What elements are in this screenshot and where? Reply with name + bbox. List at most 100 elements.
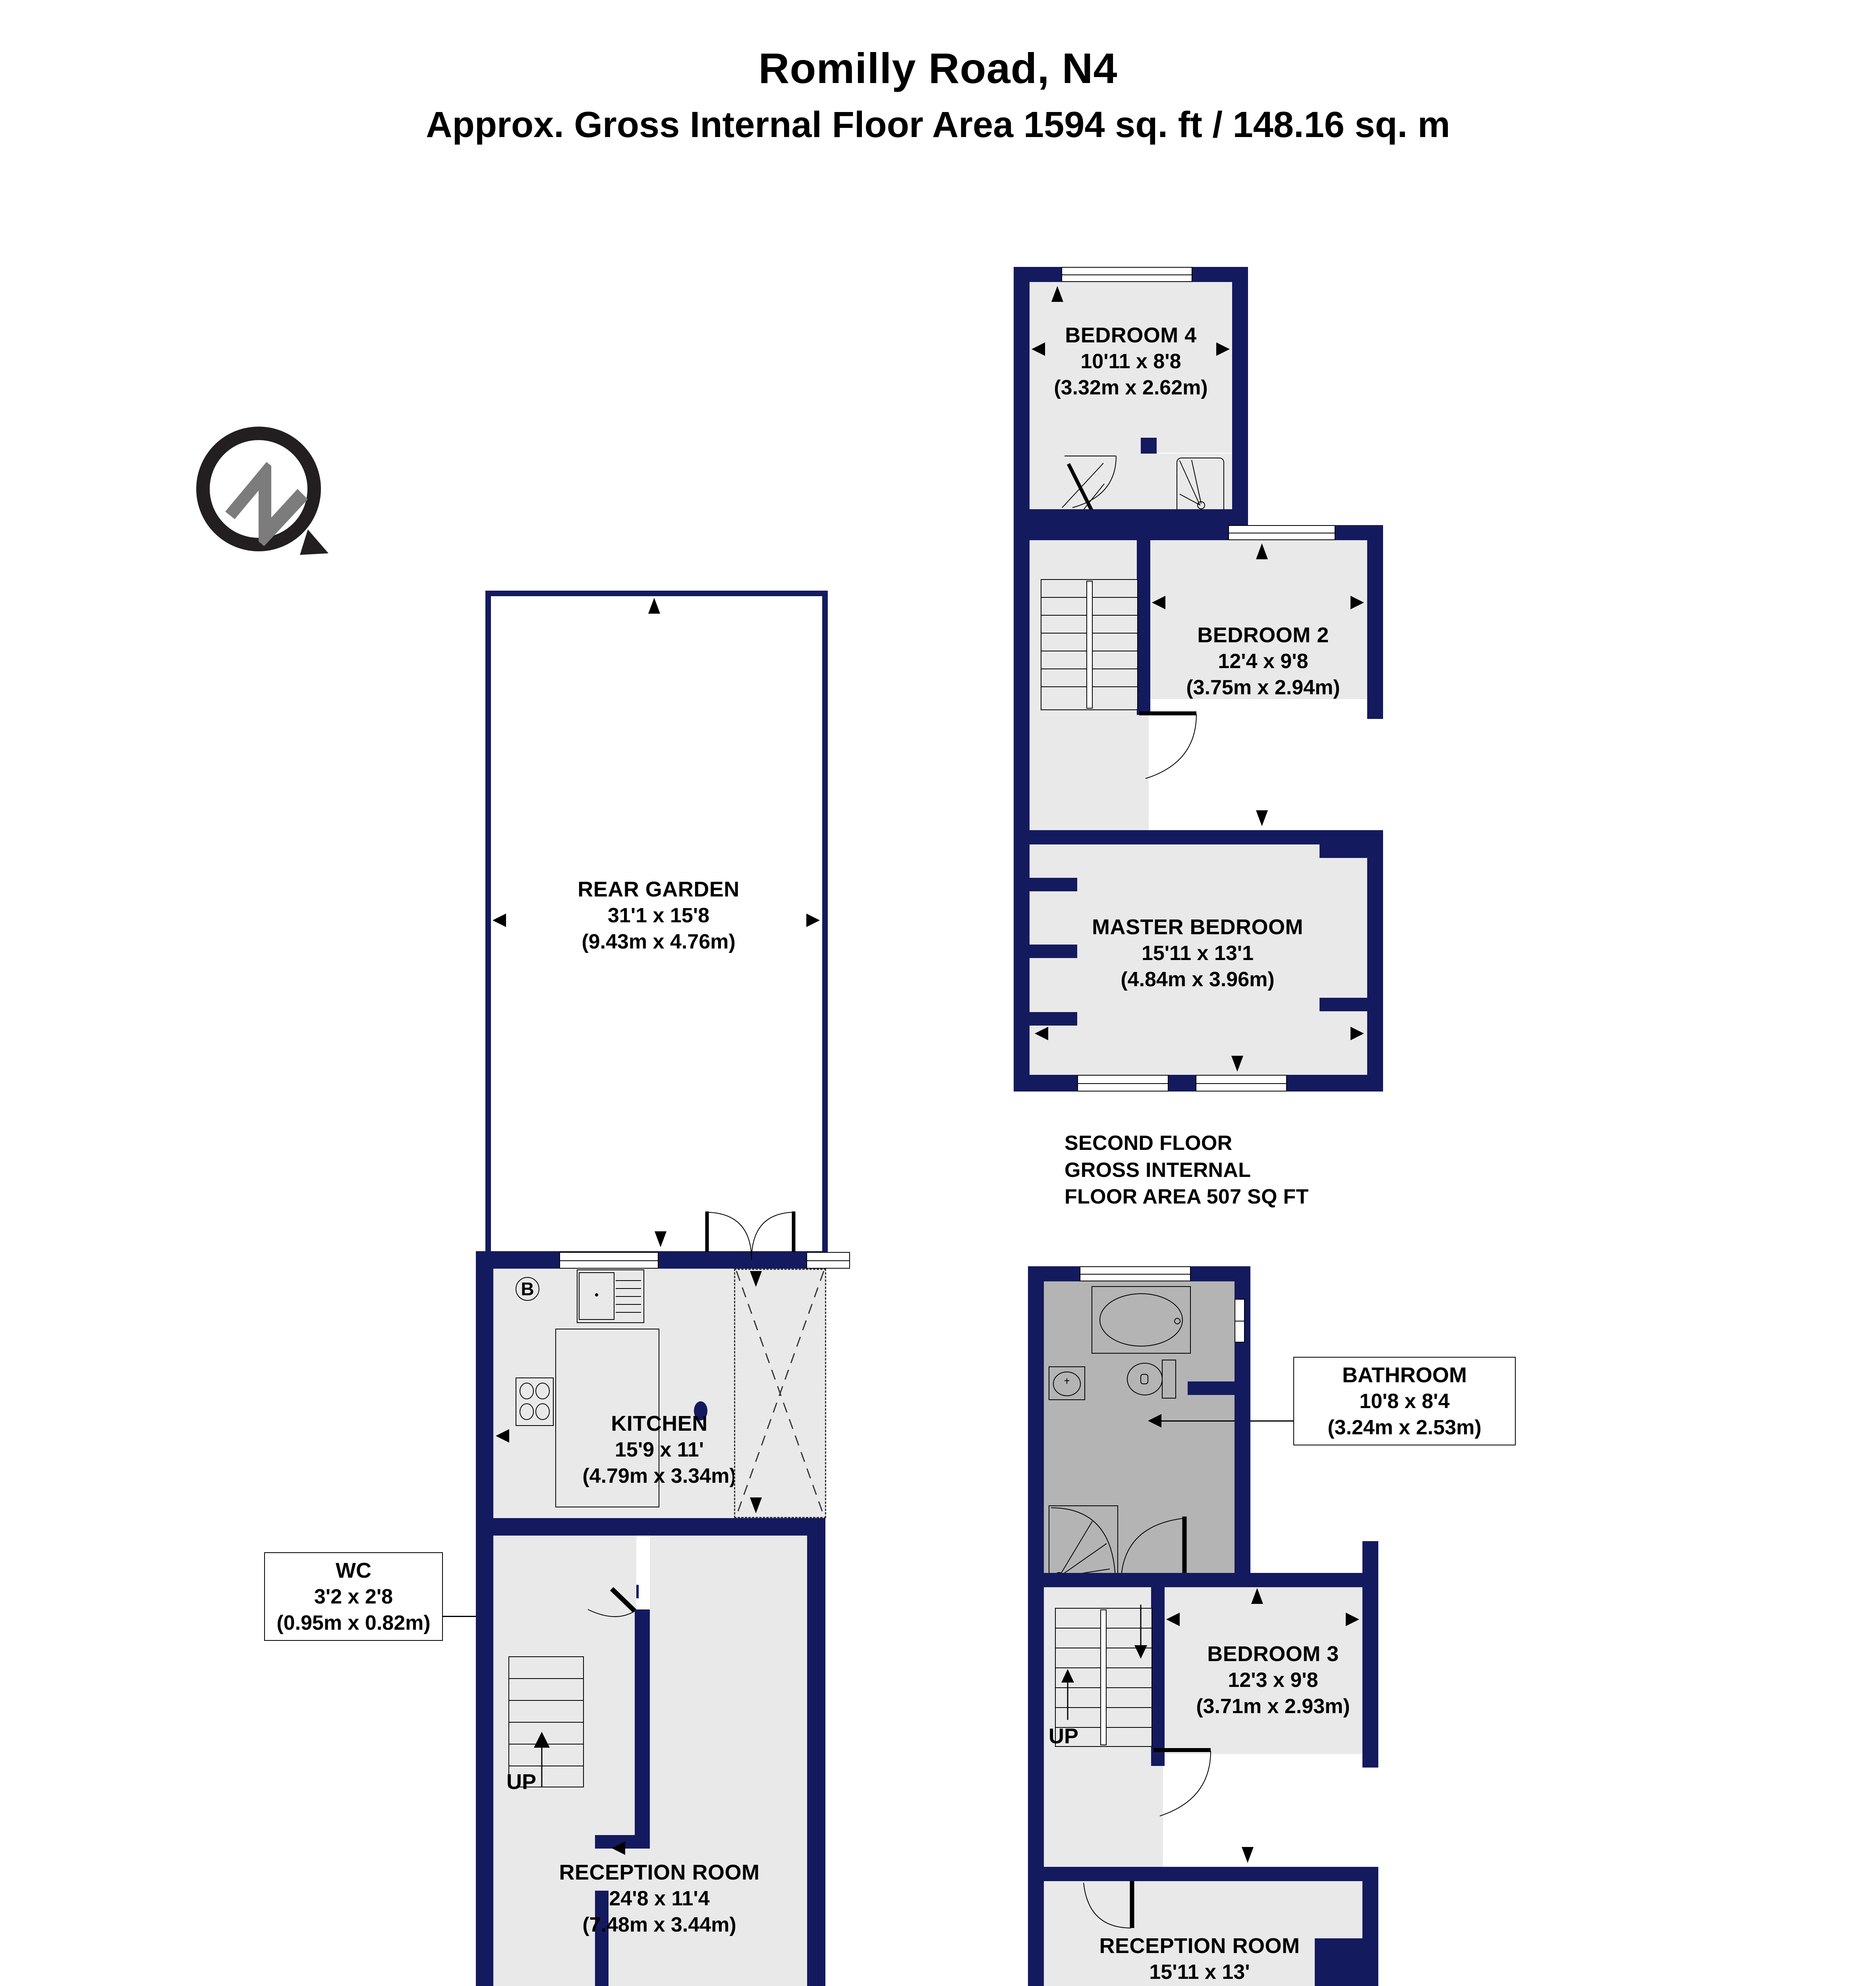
room-dimension-imperial: 24'8 x 11'4 [609, 1887, 710, 1911]
dimension-arrow [1166, 1613, 1180, 1626]
room-floor-bedroom4 [1030, 282, 1232, 453]
stair-direction-icon [1061, 1605, 1147, 1720]
window-side [1235, 1299, 1245, 1343]
room-dimension-metric: (3.71m x 2.93m) [1196, 1694, 1350, 1718]
room-dimension-metric: (7.48m x 3.44m) [582, 1913, 736, 1936]
room-name: BEDROOM 3 [1207, 1642, 1339, 1666]
door-swing-icon [1153, 1748, 1211, 1816]
room-dimension-imperial: 15'9 x 11' [614, 1438, 704, 1462]
wall [1014, 844, 1030, 1075]
basin-inner-icon [1053, 1372, 1081, 1396]
bathtub-icon [1092, 1286, 1191, 1354]
room-dimension-metric: (9.43m x 4.76m) [582, 930, 736, 953]
cupboard-floor [1049, 1281, 1084, 1341]
dimension-arrow [1256, 810, 1268, 826]
stair-up-label-ground: UP [506, 1770, 537, 1794]
wall-partition [1137, 830, 1383, 844]
page-subtitle: Approx. Gross Internal Floor Area 1594 s… [426, 104, 1450, 145]
room-dimension-metric: (3.32m x 2.62m) [1054, 376, 1208, 399]
wall-partition [1362, 1652, 1378, 1768]
rooflight-cross-icon [736, 1271, 825, 1516]
dimension-arrow [806, 914, 820, 927]
wall [1141, 438, 1157, 454]
boiler-label: B [521, 1279, 534, 1299]
room-name: REAR GARDEN [578, 877, 740, 901]
dimension-arrow [1051, 286, 1063, 302]
room-label-master: MASTER BEDROOM 15'11 x 13'1 (4.84m x 3.9… [1053, 914, 1343, 993]
wall-partition [1044, 1867, 1163, 1881]
french-doors-icon [705, 1211, 796, 1260]
garden-boundary-wall [822, 591, 828, 1266]
wall [476, 1518, 825, 1536]
dimension-arrow [1350, 596, 1364, 609]
room-dimension-metric: (3.24m x 2.53m) [1327, 1416, 1482, 1439]
window [1080, 1266, 1191, 1281]
compass-icon [196, 427, 328, 555]
hob-icon [516, 1377, 554, 1426]
room-dimension-metric: (4.79m x 3.34m) [582, 1464, 736, 1488]
room-dimension-imperial: 12'3 x 9'8 [1228, 1669, 1318, 1692]
dimension-arrow [1216, 342, 1230, 356]
room-name: BATHROOM [1342, 1363, 1467, 1387]
room-dimension-imperial: 31'1 x 15'8 [607, 904, 710, 927]
door-swing-icon [1083, 1881, 1134, 1928]
window [1077, 1075, 1169, 1092]
door-swing-icon [587, 1587, 637, 1617]
dimension-arrow [1148, 1414, 1161, 1428]
dimension-arrow [648, 598, 660, 614]
wall [1014, 267, 1030, 525]
floor-caption-second: SECOND FLOOR GROSS INTERNAL FLOOR AREA 5… [1065, 1132, 1309, 1209]
room-label-reception-gf: RECEPTION ROOM 24'8 x 11'4 (7.48m x 3.44… [512, 1859, 806, 1938]
wall-partition [1367, 620, 1383, 719]
wall [635, 1609, 650, 1848]
dimension-arrow [493, 914, 506, 927]
wall [595, 1835, 609, 1849]
window [1061, 267, 1192, 282]
wall-chimney [1320, 998, 1367, 1011]
room-dimension-metric: (3.75m x 2.94m) [1186, 676, 1340, 699]
room-floor-reception-1f [1044, 1881, 1362, 1986]
wall-chimney [1320, 844, 1367, 858]
room-label-rear-garden: REAR GARDEN 31'1 x 15'8 (9.43m x 4.76m) [489, 876, 828, 955]
wall [1235, 1389, 1250, 1587]
door-swing-icon [1139, 711, 1197, 779]
stair-up-label-first: UP [1049, 1724, 1079, 1748]
wall-partition [1151, 1587, 1165, 1766]
wall [1362, 1881, 1378, 1986]
dimension-arrow [612, 1841, 625, 1855]
room-label-bedroom4: BEDROOM 4 10'11 x 8'8 (3.32m x 2.62m) [1030, 322, 1232, 401]
dimension-arrow [1035, 1027, 1048, 1040]
room-floor-reception-gf-lower [493, 1849, 807, 1986]
room-label-reception-1f: RECEPTION ROOM 15'11 x 13' (4.84m x 3.95… [1049, 1932, 1350, 1986]
wall [476, 1251, 493, 1521]
room-dimension-imperial: 3'2 x 2'8 [314, 1585, 393, 1609]
wall [1028, 1881, 1044, 1986]
room-label-kitchen: KITCHEN 15'9 x 11' (4.79m x 3.34m) [548, 1410, 771, 1489]
island-sink-dot [694, 1401, 707, 1420]
dimension-arrow [655, 1231, 667, 1247]
room-dimension-imperial: 15'11 x 13'1 [1141, 942, 1254, 965]
sink-detail-icon [579, 1272, 641, 1320]
toilet-icon [1127, 1360, 1176, 1399]
room-dimension-imperial: 12'4 x 9'8 [1218, 650, 1308, 673]
room-dimension-imperial: 10'11 x 8'8 [1080, 350, 1181, 373]
callout-leader-line [1161, 1420, 1294, 1422]
boiler-marker: B [516, 1277, 539, 1301]
shower-curve-icon [1051, 1507, 1116, 1580]
room-name: BEDROOM 4 [1065, 323, 1197, 347]
wall [1362, 1541, 1378, 1660]
garden-boundary-wall [485, 591, 491, 1266]
bathtub-inner-icon [1099, 1293, 1183, 1347]
dimension-arrow [1152, 596, 1165, 609]
sink-basin-icon [1049, 1366, 1085, 1400]
room-dimension-imperial: 15'11 x 13' [1149, 1961, 1250, 1984]
room-dimension-metric: (4.84m x 3.96m) [1121, 968, 1275, 991]
dimension-arrow [1256, 543, 1268, 559]
room-dimension-imperial: 10'8 x 8'4 [1359, 1390, 1450, 1413]
kitchen-island [555, 1329, 659, 1507]
shower-door-swing-icon [1179, 460, 1205, 509]
page-title: Romilly Road, N4 [758, 44, 1118, 92]
dimension-arrow [1242, 1847, 1254, 1863]
dimension-arrow [496, 1429, 509, 1443]
stair-direction-icon [534, 1732, 550, 1787]
